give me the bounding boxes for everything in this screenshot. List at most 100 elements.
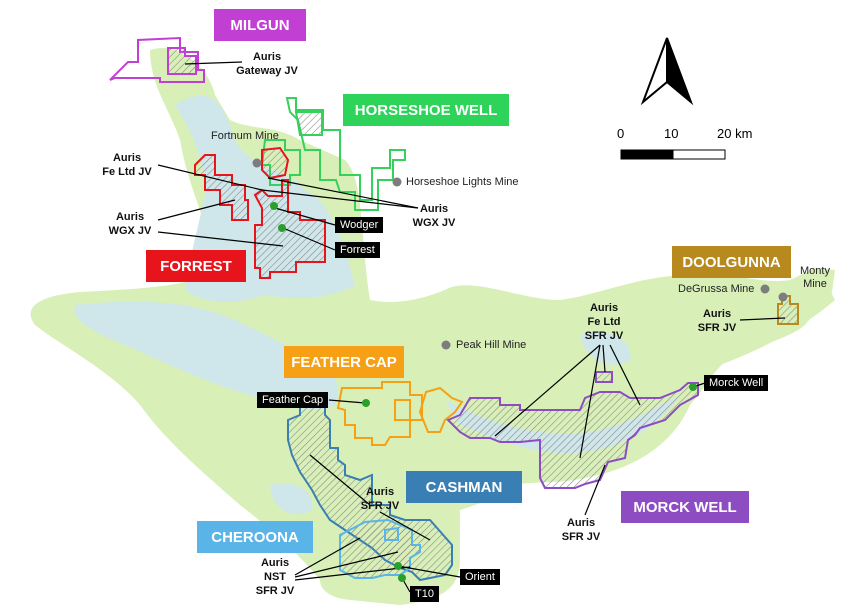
jv-line: SFR JV <box>561 531 601 543</box>
jv-line: Auris <box>252 51 282 63</box>
degrussa-mine-dot <box>760 284 770 294</box>
feather-cap-dot <box>362 399 370 407</box>
jv-wgx-horseshoe-label: Auris WGX JV <box>404 202 464 230</box>
horseshoe-lights-mine-dot <box>392 177 402 187</box>
forrest-dot <box>278 224 286 232</box>
leader-fe-ltd-sfr-b <box>579 344 601 459</box>
leader-feather-cap <box>328 399 366 404</box>
cheroona-outline <box>339 518 421 579</box>
leader-fe-ltd-sfr-a <box>494 344 601 437</box>
milgun-tenement <box>109 36 205 83</box>
leader-nst-a <box>294 537 361 576</box>
forrest-west-block <box>194 154 249 221</box>
leader-fe-ltd-to-wgx <box>261 189 419 209</box>
forrest-label: FORREST <box>146 250 246 282</box>
feather-cap-tenement <box>336 381 464 446</box>
jv-line: Auris <box>365 486 395 498</box>
jv-line: Gateway JV <box>236 65 298 77</box>
leader-nst-b <box>294 551 399 578</box>
jv-line: Auris <box>589 302 619 314</box>
leader-fe-ltd-sfr-d <box>609 344 641 406</box>
jv-line: WGX JV <box>108 225 152 237</box>
feather-cap-outline <box>336 381 423 446</box>
t10-dot <box>398 574 406 582</box>
degrussa-mine-label: DeGrussa Mine <box>678 283 755 295</box>
jv-sfr-morck-label: Auris SFR JV <box>551 516 611 544</box>
jv-wgx-forrest-label: Auris WGX JV <box>100 210 160 238</box>
doolgunna-tenement <box>777 295 799 325</box>
jv-line: Auris <box>419 203 449 215</box>
morck-well-small <box>595 371 613 383</box>
leader-wgx-forrest-b <box>157 231 284 247</box>
leader-lines <box>157 61 786 593</box>
horseshoe-well-outline <box>285 97 406 211</box>
water-body-central <box>74 301 339 410</box>
milgun-outline <box>109 36 205 83</box>
forrest-prospect-label: Forrest <box>335 242 380 258</box>
jv-line: Fe Ltd <box>587 316 621 328</box>
jv-line: SFR JV <box>255 585 295 597</box>
scale-label-0: 0 <box>617 126 625 141</box>
jv-line: Auris <box>260 557 290 569</box>
orient-dot <box>394 562 402 570</box>
leader-sfr-doolgunna <box>739 317 786 321</box>
jv-sfr-cashman-label: Auris SFR JV <box>350 485 410 513</box>
jv-line: Auris <box>702 308 732 320</box>
cheroona-inner <box>384 526 399 541</box>
jv-sfr-doolgunna-label: Auris SFR JV <box>687 307 747 335</box>
horseshoe-well-label: HORSESHOE WELL <box>343 94 509 126</box>
horseshoe-lights-mine-label: Horseshoe Lights Mine <box>406 176 519 188</box>
forrest-north-block <box>261 146 290 180</box>
jv-fe-ltd-sfr-label: Auris Fe Ltd SFR JV <box>574 301 634 343</box>
feather-cap-prospect-label: Feather Cap <box>257 392 329 408</box>
jv-nst-sfr-label: Auris NST SFR JV <box>245 556 305 598</box>
monty-mine-line: Monty <box>800 265 830 277</box>
leader-nst-c <box>294 566 411 581</box>
jv-line: Auris <box>112 152 142 164</box>
cashman-label: CASHMAN <box>406 471 522 503</box>
cheroona-label: CHEROONA <box>197 521 313 553</box>
fortnum-mine-label: Fortnum Mine <box>211 130 279 142</box>
leader-sfr-morck <box>584 464 606 516</box>
t10-prospect-label: T10 <box>410 586 439 602</box>
water-pond-south <box>270 483 313 515</box>
jv-line: Auris <box>566 517 596 529</box>
leader-forrest <box>282 227 336 251</box>
morck-well-tenement <box>446 371 699 489</box>
jv-line: SFR JV <box>360 500 400 512</box>
leader-sfr-cashman-b <box>379 511 431 541</box>
morck-well-outline <box>446 382 699 489</box>
scale-label-10: 10 <box>664 126 679 141</box>
milgun-jv-area <box>167 47 197 75</box>
monty-mine-label: Monty Mine <box>800 265 830 291</box>
leader-gateway <box>184 61 243 65</box>
morck-well-dot <box>689 383 697 391</box>
leader-fe-ltd-forrest <box>157 164 263 191</box>
prospect-markers <box>270 202 697 582</box>
wodger-prospect-label: Wodger <box>335 217 384 233</box>
orient-prospect-label: Orient <box>460 569 500 585</box>
leader-sfr-cashman-a <box>309 454 371 506</box>
peak-hill-mine-dot <box>441 340 451 350</box>
monty-mine-dot <box>778 292 788 302</box>
leader-wgx-horseshoe <box>267 177 419 209</box>
wodger-dot <box>270 202 278 210</box>
morck-well-label: MORCK WELL <box>621 491 749 523</box>
leader-fe-ltd-sfr-c <box>602 344 606 373</box>
milgun-label: MILGUN <box>214 9 306 41</box>
cheroona-tenement <box>339 518 421 579</box>
north-arrow-icon <box>640 37 694 106</box>
monty-mine-line: Mine <box>803 278 827 290</box>
mine-markers <box>252 158 788 350</box>
water-pond-east <box>580 331 631 365</box>
leader-wodger <box>274 207 336 226</box>
jv-line: SFR JV <box>697 322 737 334</box>
jv-line: Fe Ltd JV <box>102 166 152 178</box>
scale-bar <box>620 149 726 160</box>
leader-orient <box>397 565 461 578</box>
land-strip-east <box>700 290 835 365</box>
jv-fe-ltd-forrest-label: Auris Fe Ltd JV <box>92 151 162 179</box>
jv-line: SFR JV <box>584 330 624 342</box>
feather-cap-inner <box>394 399 411 421</box>
